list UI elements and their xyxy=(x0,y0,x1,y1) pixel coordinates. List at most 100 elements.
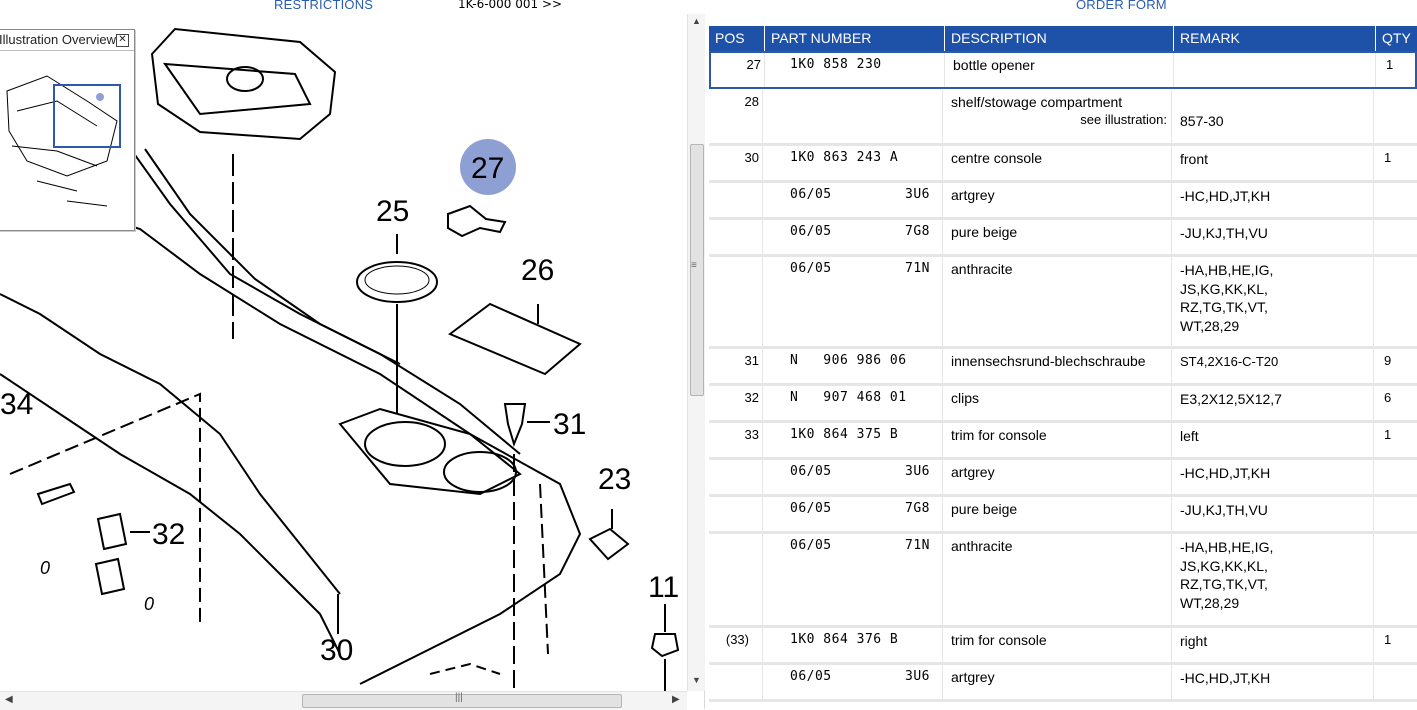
cell-remark-link[interactable]: 857-30 xyxy=(1180,113,1224,129)
table-row[interactable]: 30 1K0 863 243 A centre console front 1 xyxy=(709,146,1417,183)
table-row[interactable]: 06/05 71N anthracite -HA,HB,HE,IG, JS,KG… xyxy=(709,534,1417,628)
callout-27[interactable]: 27 xyxy=(471,152,504,185)
cell-description: artgrey xyxy=(951,464,995,480)
cell-description: centre console xyxy=(951,150,1043,166)
highlight-callout-27[interactable] xyxy=(460,139,516,195)
cell-date: 06/05 xyxy=(790,187,832,202)
drawing-part-25 xyxy=(356,261,438,303)
table-row-selected[interactable]: 27 1K0 858 230 bottle opener 1 xyxy=(709,51,1417,89)
cell-description: pure beige xyxy=(951,501,1018,517)
cell-color-code[interactable]: 71N xyxy=(905,261,930,276)
table-row[interactable]: 06/05 3U6 artgrey -HC,HD,JT,KH xyxy=(709,183,1417,220)
drawing-part-32 xyxy=(96,512,128,551)
callout-25[interactable]: 25 xyxy=(376,195,409,228)
cell-qty[interactable]: 1 xyxy=(1384,427,1392,442)
illustration-vertical-scrollbar[interactable]: ▲ ≡ ▼ xyxy=(687,14,705,691)
drawing-console-edge xyxy=(0,202,582,685)
callout-30[interactable]: 30 xyxy=(320,634,353,667)
breadcrumb[interactable]: 1K-6-000 001 >> xyxy=(458,0,563,11)
cell-color-code[interactable]: 7G8 xyxy=(905,224,930,239)
restrictions-link[interactable]: RESTRICTIONS xyxy=(274,0,374,12)
illustration-overview-panel[interactable]: Illustration Overview ✕ xyxy=(0,29,135,231)
col-header-part-number[interactable]: PART NUMBER xyxy=(764,26,941,51)
col-header-remark[interactable]: REMARK xyxy=(1173,26,1375,51)
grip-icon: ||| xyxy=(455,692,463,703)
overview-thumbnail[interactable] xyxy=(0,51,132,229)
callout-32[interactable]: 32 xyxy=(152,518,185,551)
drawing-part-26 xyxy=(448,302,582,376)
col-header-pos[interactable]: POS xyxy=(715,30,745,46)
cell-part-number[interactable]: N 906 986 06 xyxy=(790,353,907,368)
scroll-down-icon[interactable]: ▼ xyxy=(692,675,701,685)
table-row[interactable]: 31 N 906 986 06 innensechsrund-blechschr… xyxy=(709,349,1417,386)
cell-pos: (33) xyxy=(725,632,749,647)
cell-qty[interactable]: 9 xyxy=(1384,353,1392,368)
drawing-part-27 xyxy=(447,204,507,238)
table-row[interactable]: 33 1K0 864 375 B trim for console left 1 xyxy=(709,423,1417,460)
callout-11[interactable]: 11 xyxy=(648,571,679,604)
cell-qty[interactable]: 1 xyxy=(1386,57,1394,72)
order-form-link[interactable]: ORDER FORM xyxy=(1076,0,1167,12)
cell-color-code[interactable]: 71N xyxy=(905,538,930,553)
cell-description: trim for console xyxy=(951,632,1047,648)
table-row[interactable]: 28 shelf/stowage compartment see illustr… xyxy=(709,90,1417,146)
cell-part-number[interactable]: 1K0 858 230 xyxy=(790,57,882,72)
cell-pos: 27 xyxy=(746,57,761,72)
callout-0a: 0 xyxy=(40,558,50,578)
cell-qty[interactable]: 1 xyxy=(1384,150,1392,165)
cell-description: anthracite xyxy=(951,538,1013,554)
cell-date: 06/05 xyxy=(790,464,832,479)
cell-color-code[interactable]: 7G8 xyxy=(905,501,930,516)
overview-title: Illustration Overview xyxy=(0,32,117,47)
callout-23[interactable]: 23 xyxy=(598,463,631,496)
close-icon[interactable]: ✕ xyxy=(116,34,129,47)
table-row[interactable]: 32 N 907 468 01 clips E3,2X12,5X12,7 6 xyxy=(709,386,1417,423)
table-row[interactable]: 06/05 71N anthracite -HA,HB,HE,IG, JS,KG… xyxy=(709,257,1417,349)
table-row[interactable]: 06/05 7G8 pure beige -JU,KJ,TH,VU xyxy=(709,220,1417,257)
table-row[interactable]: 06/05 7G8 pure beige -JU,KJ,TH,VU xyxy=(709,497,1417,534)
overview-header: Illustration Overview ✕ xyxy=(0,30,134,51)
cell-part-number[interactable]: 1K0 864 375 B xyxy=(790,427,899,442)
scroll-left-icon[interactable]: ◀ xyxy=(5,694,13,705)
drawing-cupholder-1 xyxy=(364,421,446,467)
table-row[interactable]: 06/05 3U6 artgrey -HC,HD,JT,KH xyxy=(709,460,1417,497)
cell-remark: left xyxy=(1180,428,1199,444)
cell-pos: 31 xyxy=(744,353,759,368)
illustration-horizontal-scrollbar[interactable]: ◀ ||| ▶ xyxy=(0,691,687,710)
drawing-upper-tray xyxy=(150,27,337,141)
cell-remark: -JU,KJ,TH,VU xyxy=(1180,225,1268,241)
table-row[interactable]: 06/05 3U6 artgrey -HC,HD,JT,KH xyxy=(709,665,1417,702)
cell-part-number[interactable]: 1K0 864 376 B xyxy=(790,632,899,647)
cell-remark: ST4,2X16-C-T20 xyxy=(1180,354,1279,369)
cell-part-number[interactable]: N 907 468 01 xyxy=(790,390,907,405)
drawing-cupholder-2 xyxy=(443,451,517,493)
cell-color-code[interactable]: 3U6 xyxy=(905,464,930,479)
callout-34[interactable]: 34 xyxy=(0,388,33,421)
col-header-description[interactable]: DESCRIPTION xyxy=(944,26,1171,51)
callout-31[interactable]: 31 xyxy=(553,408,586,441)
vertical-scroll-thumb[interactable] xyxy=(690,144,704,396)
cell-date: 06/05 xyxy=(790,501,832,516)
overview-viewport-box[interactable] xyxy=(53,84,121,148)
cell-color-code[interactable]: 3U6 xyxy=(905,669,930,684)
parts-illustration[interactable]: 27 25 26 31 23 32 30 11 34 0 0 xyxy=(0,14,687,691)
cell-part-number[interactable]: 1K0 863 243 A xyxy=(790,150,899,165)
cell-qty[interactable]: 1 xyxy=(1384,632,1392,647)
scroll-up-icon[interactable]: ▲ xyxy=(692,16,701,26)
table-row[interactable]: (33) 1K0 864 376 B trim for console righ… xyxy=(709,628,1417,665)
drawing-dashed-frame xyxy=(9,392,201,624)
cell-pos: 28 xyxy=(744,94,759,109)
scroll-right-icon[interactable]: ▶ xyxy=(672,694,680,705)
illustration-pane[interactable]: 27 25 26 31 23 32 30 11 34 0 0 Illustrat… xyxy=(0,14,705,709)
callout-26[interactable]: 26 xyxy=(521,254,554,287)
col-header-qty[interactable]: QTY xyxy=(1375,26,1417,51)
top-bar: RESTRICTIONS 1K-6-000 001 >> ORDER FORM xyxy=(0,0,1417,14)
cell-description: trim for console xyxy=(951,427,1047,443)
horizontal-scroll-thumb[interactable] xyxy=(302,694,622,708)
drawing-upper-tray-inner xyxy=(162,62,312,116)
cell-qty[interactable]: 6 xyxy=(1384,390,1392,405)
drawing-part-25-inner xyxy=(364,265,430,295)
cell-color-code[interactable]: 3U6 xyxy=(905,187,930,202)
drawing-screw-left xyxy=(36,482,76,506)
cell-date: 06/05 xyxy=(790,669,832,684)
